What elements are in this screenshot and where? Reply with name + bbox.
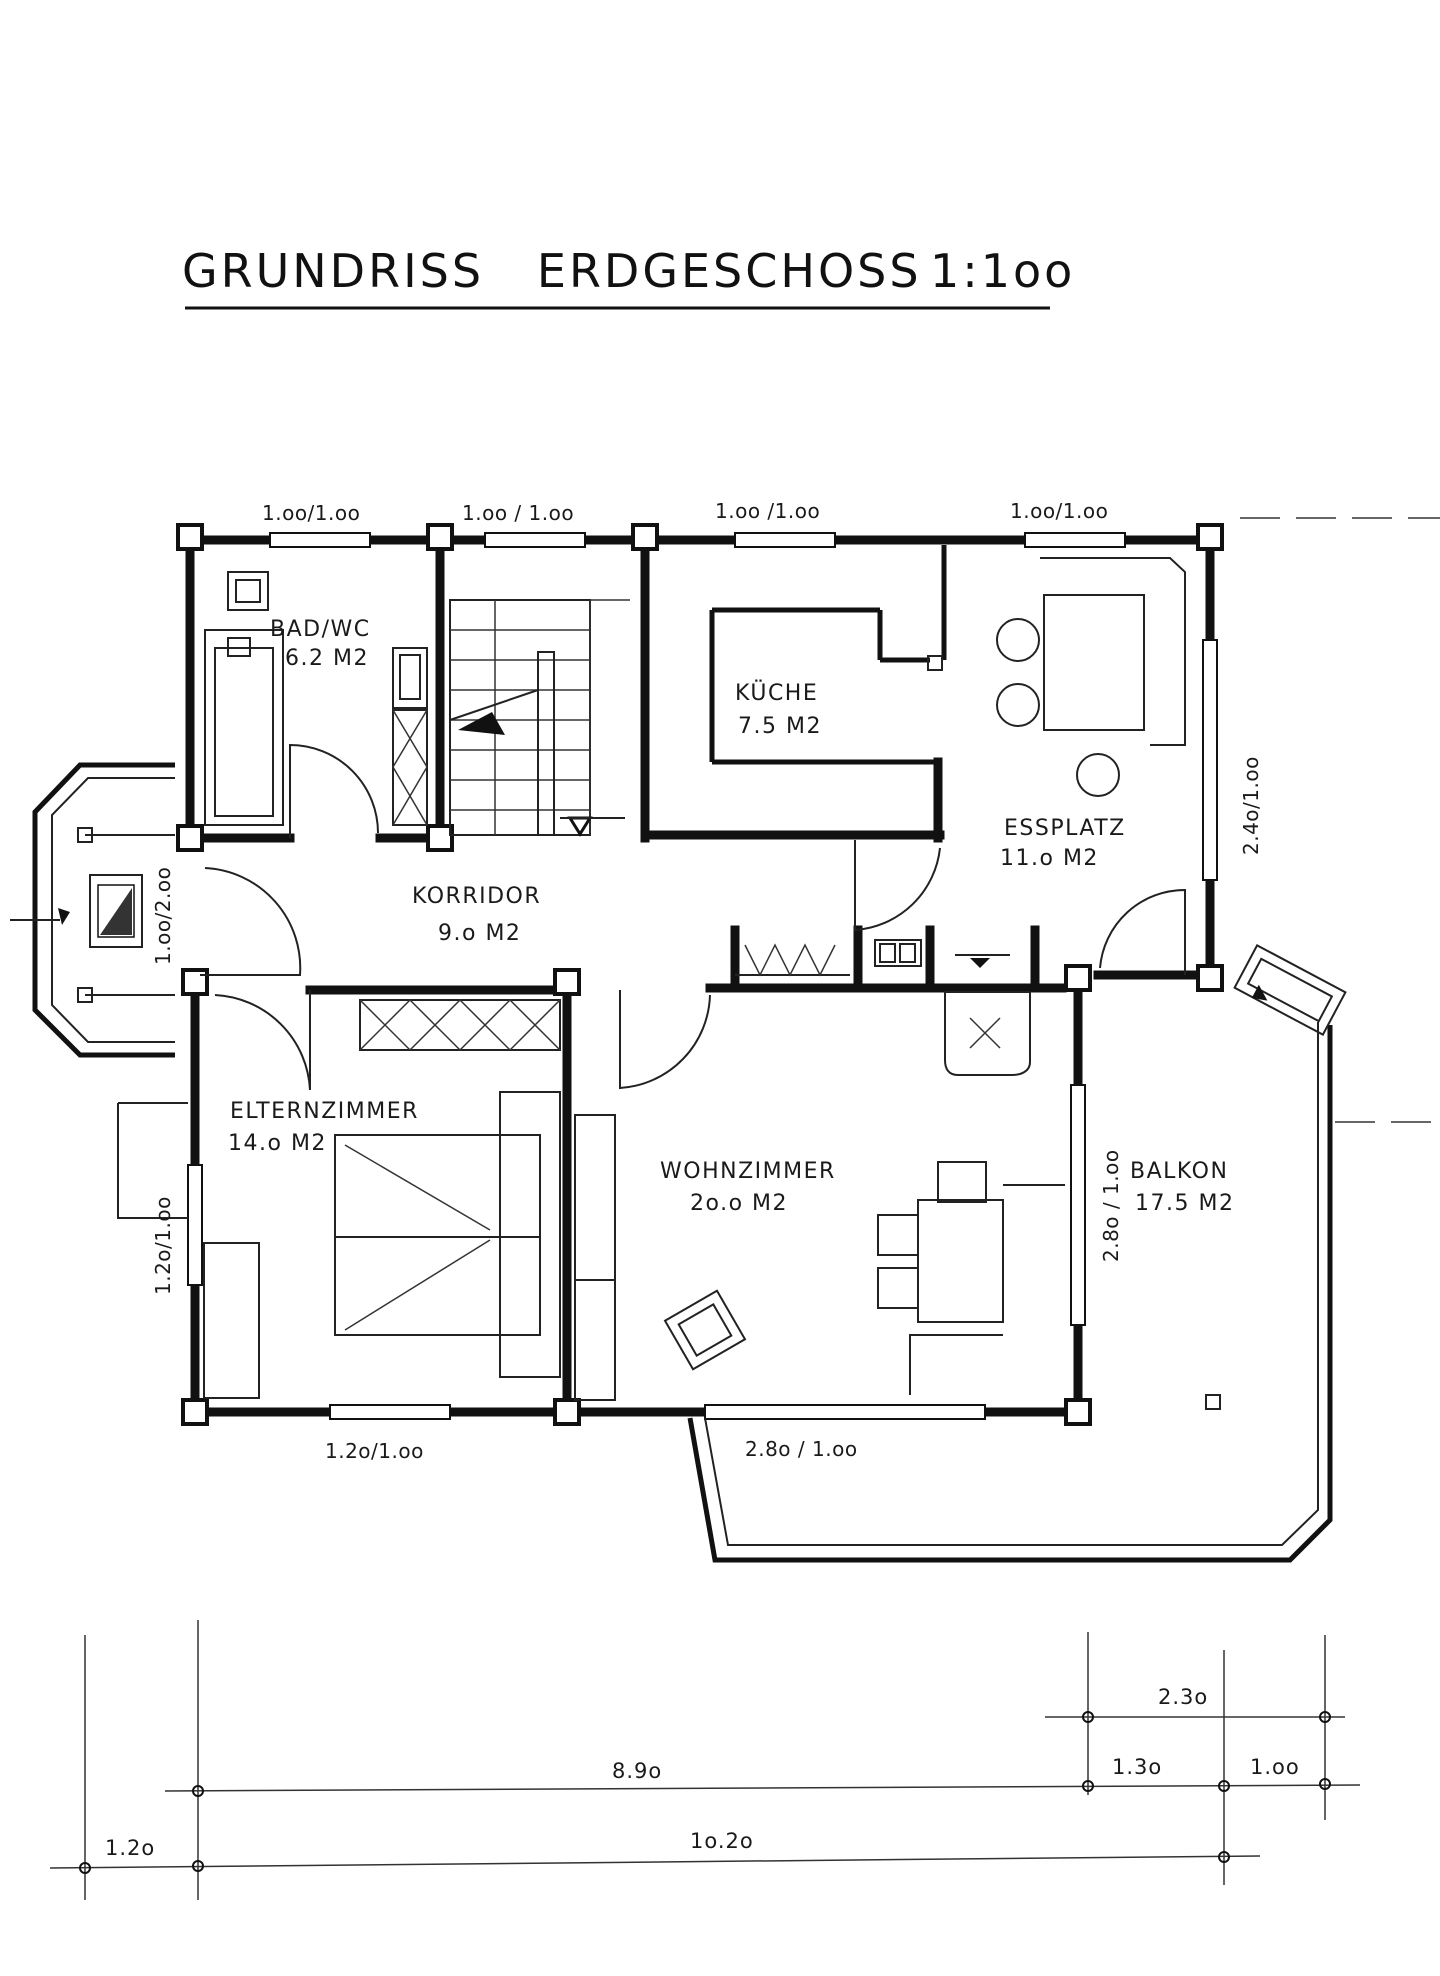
bath-fixtures	[204, 571, 428, 826]
room-name-essplatz: ESSPLATZ	[1004, 816, 1126, 841]
room-area-bad: 6.2 M2	[285, 646, 369, 671]
window-label-wohn-bottom: 2.8o / 1.oo	[745, 1437, 858, 1461]
dim-label-d4: 1.oo	[1250, 1755, 1300, 1779]
room-name-bad: BAD/WC	[270, 617, 371, 642]
dim-label-d3: 1.3o	[1112, 1755, 1162, 1779]
window-label-eltern-bottom: 1.2o/1.oo	[325, 1439, 424, 1463]
dining-furniture	[927, 557, 1186, 797]
dim-label-d6: 1o.2o	[690, 1829, 754, 1853]
room-area-balkon: 17.5 M2	[1135, 1191, 1234, 1216]
room-name-balkon: BALKON	[1130, 1159, 1228, 1184]
plan-scale: 1:1oo	[930, 244, 1075, 298]
window-label-top-3: 1.oo /1.oo	[715, 499, 820, 523]
room-name-kueche: KÜCHE	[735, 680, 818, 706]
living-furniture	[574, 1114, 1065, 1401]
wall-posts	[176, 523, 1224, 1426]
window-label-top-1: 1.oo/1.oo	[262, 501, 360, 525]
room-name-eltern: ELTERNZIMMER	[230, 1099, 419, 1124]
room-area-eltern: 14.o M2	[228, 1131, 327, 1156]
window-label-top-4: 1.oo/1.oo	[1010, 499, 1108, 523]
window-label-eltern-left: 1.2o/1.oo	[151, 1196, 175, 1295]
dim-label-d2: 8.9o	[612, 1759, 662, 1783]
window-label-essplatz: 2.4o/1.oo	[1239, 756, 1263, 855]
room-name-korridor: KORRIDOR	[412, 884, 541, 909]
room-area-wohn: 2o.o M2	[690, 1191, 788, 1216]
room-name-wohn: WOHNZIMMER	[660, 1159, 836, 1184]
stairs	[449, 599, 630, 837]
dim-label-d5: 1.2o	[105, 1836, 155, 1860]
entry-bay	[10, 762, 175, 1058]
window-label-entry: 1.oo/2.oo	[151, 867, 175, 965]
plan-title: GRUNDRISS ERDGESCHOSS	[182, 244, 922, 298]
balcony	[687, 517, 1440, 1563]
dim-label-d1: 2.3o	[1158, 1685, 1208, 1709]
room-area-kueche: 7.5 M2	[738, 714, 822, 739]
window-label-wohn-right: 2.8o / 1.oo	[1099, 1149, 1123, 1262]
bedroom-furniture	[117, 998, 561, 1399]
windows	[187, 532, 1218, 1420]
corridor-wardrobe	[735, 939, 1031, 1076]
room-labels: BAD/WC 6.2 M2 KÜCHE 7.5 M2 ESSPLATZ 11.o…	[228, 617, 1234, 1216]
window-labels: 1.oo/1.oo 1.oo / 1.oo 1.oo /1.oo 1.oo/1.…	[151, 499, 1263, 1463]
room-area-korridor: 9.o M2	[438, 921, 521, 946]
doors	[200, 743, 1186, 1091]
window-label-top-2: 1.oo / 1.oo	[462, 501, 574, 525]
dimension-lines: 2.3o 8.9o 1.3o 1.oo 1.2o 1o.2o	[49, 1620, 1361, 1900]
room-area-essplatz: 11.o M2	[1000, 846, 1099, 871]
